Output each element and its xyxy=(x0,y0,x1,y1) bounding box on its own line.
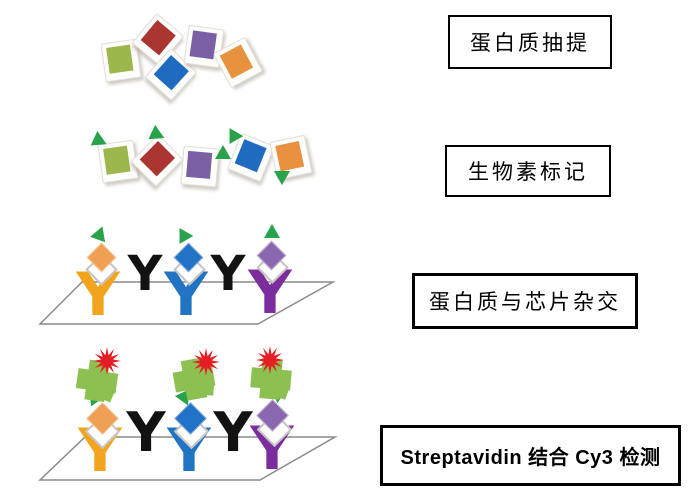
antibody-black-icon: Y xyxy=(126,401,166,464)
step-label-streptavidin-cy3-detection: Streptavidin 结合 Cy3 检测 xyxy=(380,425,681,486)
chip-slide-detection xyxy=(38,436,338,481)
step-label-chip-hybridization: 蛋白质与芯片杂交 xyxy=(412,273,638,329)
antibody-black-icon: Y xyxy=(127,246,163,302)
antibody-black-icon: Y xyxy=(213,401,253,464)
cy3-star-icon xyxy=(192,348,220,376)
streptavidin-blob-icon xyxy=(75,359,119,403)
streptavidin-blob-icon xyxy=(172,357,216,401)
cy3-star-icon xyxy=(93,347,121,375)
cy3-star-icon xyxy=(256,346,284,374)
chip-slide-hybridization xyxy=(38,281,336,325)
antibody-black-icon: Y xyxy=(210,246,246,302)
step-label-protein-extraction: 蛋白质抽提 xyxy=(448,15,612,69)
step-label-biotin-labeling: 生物素标记 xyxy=(445,145,611,197)
